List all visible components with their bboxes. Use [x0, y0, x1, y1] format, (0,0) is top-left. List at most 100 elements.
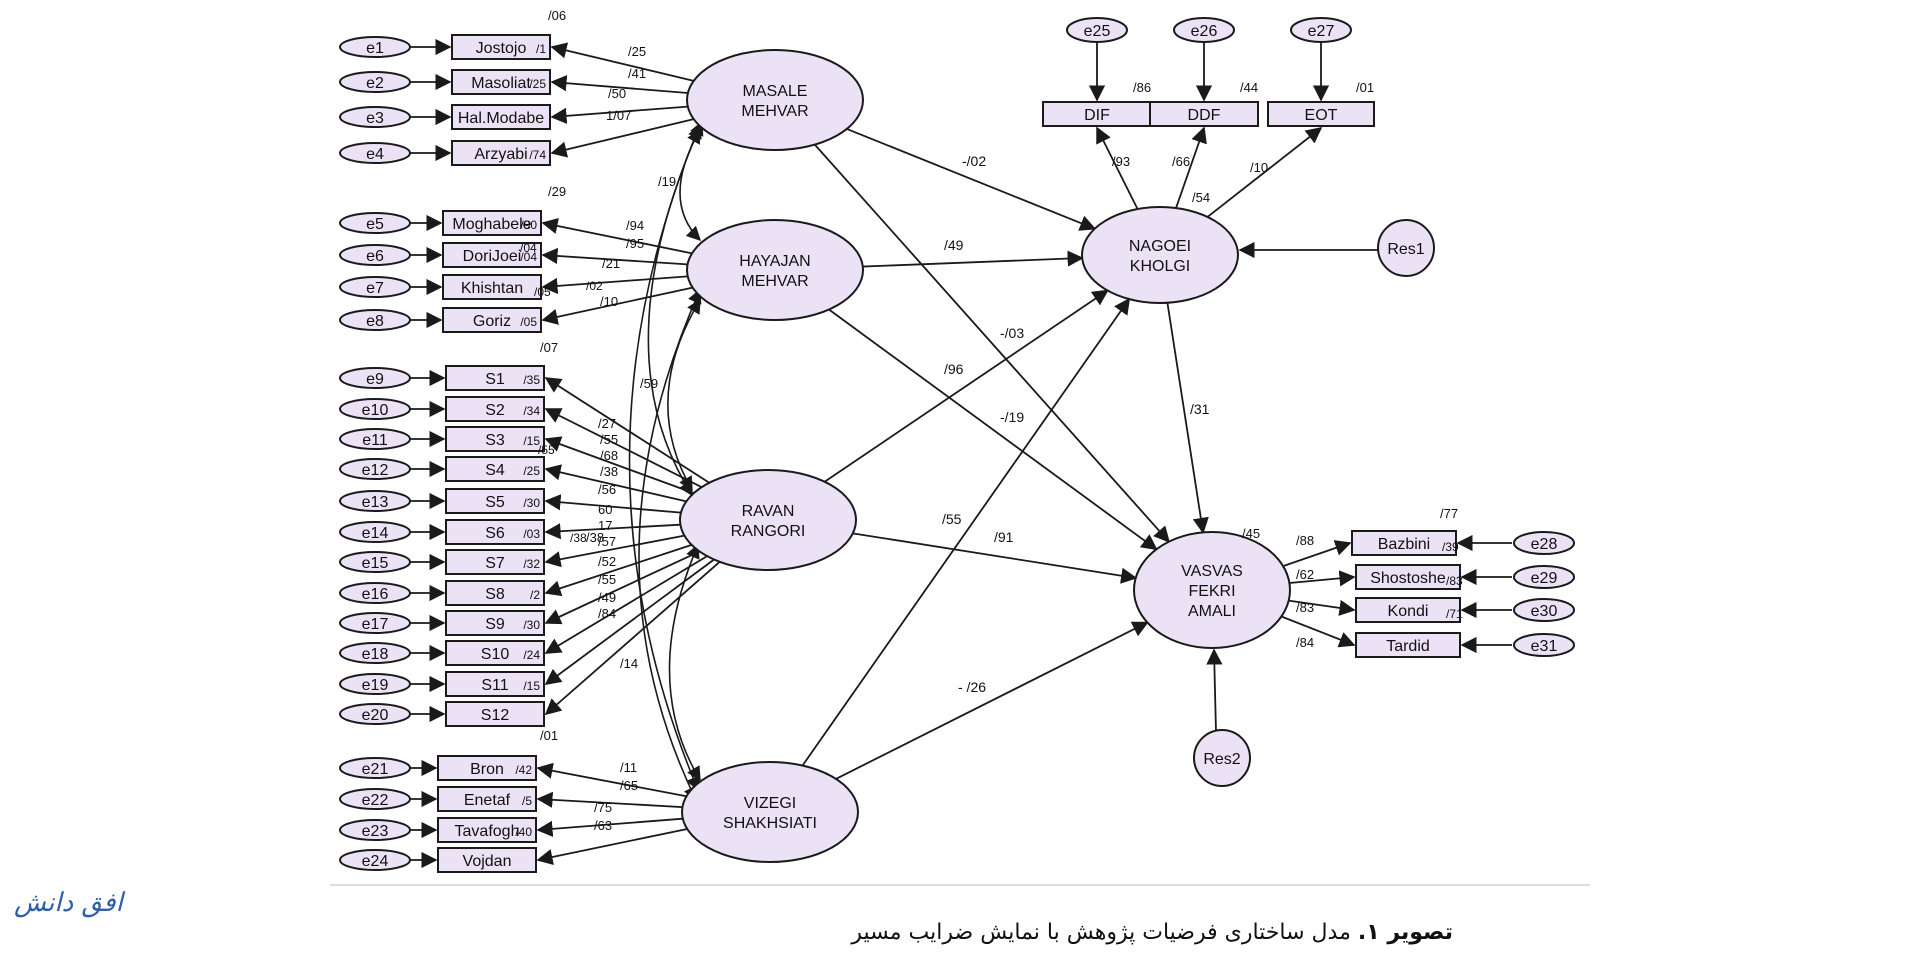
caption-text: مدل ساختاری فرضیات پژوهش با نمایش ضرایب … — [851, 920, 1358, 945]
indicator-label: Vojdan — [463, 853, 512, 870]
error-label: e24 — [362, 853, 389, 870]
right-loading-arrow — [1288, 599, 1356, 616]
path-coefficient: - /26 — [958, 679, 986, 695]
indicator-r2: /2 — [530, 588, 540, 602]
indicator-label: Khishtan — [461, 280, 523, 297]
indicator-box — [445, 426, 545, 452]
loading-arrow — [544, 561, 721, 716]
indicator-label: S11 — [481, 677, 508, 694]
loading-value: /10 — [600, 294, 618, 309]
error-node — [339, 612, 411, 634]
indicator-box — [437, 817, 537, 843]
loading-value: /25 — [628, 44, 646, 59]
loading-arrow — [541, 275, 688, 295]
error-label: e23 — [362, 823, 389, 840]
indicator-r2: /32 — [523, 557, 540, 571]
cov-masale-hayajan — [679, 128, 702, 242]
right-loading: /88 — [1296, 533, 1314, 548]
loading-value: 17 — [598, 518, 612, 533]
right-loading: /83 — [1296, 600, 1314, 615]
publisher-logo: افق دانش — [14, 888, 123, 918]
path-coefficient: /49 — [944, 237, 964, 253]
indicator-box — [437, 755, 537, 781]
right-loading-arrow — [1282, 540, 1352, 567]
loading-arrow — [544, 436, 695, 494]
loading-arrow — [544, 550, 700, 625]
indicator-r2: /15 — [523, 679, 540, 693]
error-label: e15 — [362, 555, 389, 572]
error-label: e20 — [362, 707, 389, 724]
indicator-box — [451, 69, 551, 95]
loading-value: /41 — [628, 66, 646, 81]
indicator-r2: /5 — [522, 794, 532, 808]
path-coefficient: /96 — [944, 361, 964, 377]
indicator-r2: /42 — [515, 763, 532, 777]
error-label: e22 — [362, 792, 389, 809]
latent-label-nagoei: KHOLGI — [1130, 258, 1190, 275]
right-loading: /84 — [1296, 635, 1314, 650]
latent-label-ravan: RAVAN — [742, 503, 795, 520]
error-node — [339, 71, 411, 93]
indicator-r2: /40 — [515, 825, 532, 839]
indicator-box — [445, 456, 545, 482]
top-indicator-label: EOT — [1305, 107, 1338, 124]
indicator-box — [445, 549, 545, 575]
path-hayajan-vasvas — [828, 308, 1158, 551]
latent-nagoei — [1081, 206, 1239, 304]
indicator-label: Enetaf — [464, 792, 511, 809]
right-error-label: e28 — [1531, 536, 1558, 553]
top-indicator-r2: /44 — [1240, 80, 1258, 95]
loading-arrow — [550, 42, 694, 82]
loading-value: /68 — [600, 448, 618, 463]
top-loading-arrow — [1175, 126, 1207, 209]
error-label: e18 — [362, 646, 389, 663]
error-node — [339, 244, 411, 266]
right-indicator-r2: /39 — [1442, 540, 1459, 554]
indicator-r2: /30 — [523, 618, 540, 632]
indicator-box — [445, 519, 545, 545]
latent-label-vasvas: AMALI — [1188, 603, 1236, 620]
error-node — [339, 757, 411, 779]
top-error-node — [1066, 17, 1128, 43]
indicator-box — [445, 488, 545, 514]
loading-value: /57 — [598, 534, 616, 549]
loading-value: /94 — [626, 218, 644, 233]
error-label: e11 — [362, 432, 388, 449]
error-label: e21 — [362, 761, 389, 778]
indicator-r2: /04 — [520, 250, 537, 264]
group-r2: /06 — [548, 8, 566, 23]
indicator-box — [442, 210, 542, 236]
loading-value: /55 — [598, 572, 616, 587]
loading-value: /63 — [594, 818, 612, 833]
indicator-box — [451, 140, 551, 166]
error-label: e16 — [362, 586, 389, 603]
error-node — [339, 849, 411, 871]
top-indicator-r2: /01 — [1356, 80, 1374, 95]
top-error-label: e27 — [1308, 23, 1335, 40]
latent-label-nagoei: NAGOEI — [1129, 238, 1191, 255]
indicator-r2: /03 — [523, 527, 540, 541]
residual-res2 — [1193, 729, 1251, 787]
path-coefficient: /91 — [994, 529, 1014, 545]
indicator-r2: /1 — [536, 42, 546, 56]
indicator-box — [442, 242, 542, 268]
error-node — [339, 521, 411, 543]
loading-arrow — [550, 105, 688, 124]
right-error-label: e29 — [1531, 570, 1558, 587]
path-coefficient: -/02 — [962, 153, 986, 169]
correlation-value: /59 — [640, 376, 658, 391]
indicator-r2: /15 — [523, 434, 540, 448]
right-loading-arrow — [1281, 615, 1356, 648]
error-label: e6 — [366, 248, 384, 265]
indicator-label: S10 — [481, 646, 510, 663]
indicator-label: Jostojo — [476, 40, 527, 57]
indicator-box — [445, 640, 545, 666]
latent-label-vizegi: SHAKHSIATI — [723, 815, 817, 832]
error-node — [339, 551, 411, 573]
loading-arrow — [536, 828, 688, 865]
nodes-layer: MASALEMEHVARHAYAJANMEHVARRAVANRANGORIVIZ… — [339, 17, 1575, 873]
indicator-label: S12 — [481, 707, 510, 724]
indicator-box — [442, 274, 542, 300]
top-loading-arrow — [1206, 127, 1323, 218]
